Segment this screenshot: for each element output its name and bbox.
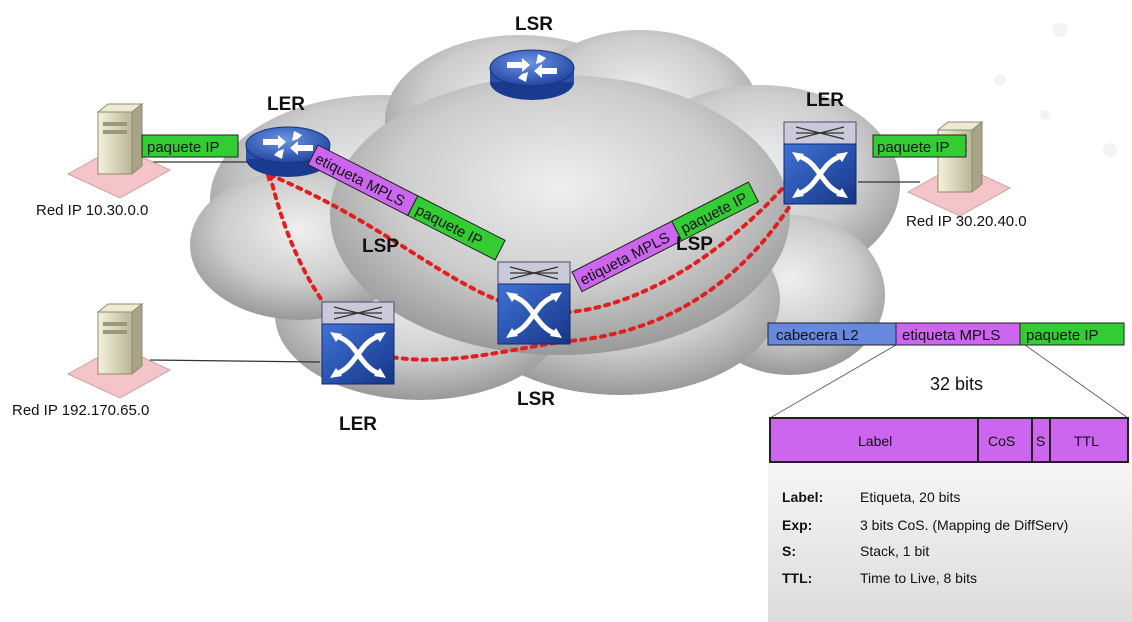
right-ip-packet-text: paquete IP bbox=[877, 139, 950, 156]
legend-key-label: Label: bbox=[782, 489, 823, 505]
router-icon bbox=[489, 49, 575, 101]
ler-bottom-node bbox=[322, 302, 394, 384]
ler-top-left-label: LER bbox=[267, 94, 305, 115]
legend-value-label: Etiqueta, 20 bits bbox=[860, 489, 960, 505]
lsr-top-node bbox=[489, 49, 575, 101]
frame-l2-text: cabecera L2 bbox=[776, 327, 859, 344]
ler-bottom-label: LER bbox=[339, 414, 377, 435]
legend-key-exp: Exp: bbox=[782, 517, 812, 533]
header-detail-panel bbox=[768, 344, 1132, 622]
frame-ip-text: paquete IP bbox=[1026, 327, 1099, 344]
network-right-label: Red IP 30.20.40.0 bbox=[906, 213, 1027, 230]
left-ip-packet: paquete IP bbox=[141, 134, 239, 158]
label-switch-icon bbox=[498, 262, 570, 344]
label-switch-icon bbox=[322, 302, 394, 384]
lsp-path-lower bbox=[268, 173, 802, 362]
host-links bbox=[140, 161, 920, 363]
left-ip-packet-text: paquete IP bbox=[147, 139, 220, 156]
lsr-top-label: LSR bbox=[515, 14, 553, 35]
frame-label-text: etiqueta MPLS bbox=[902, 327, 1000, 344]
legend-key-ttl: TTL: bbox=[782, 570, 812, 586]
frame-width-note: 32 bits bbox=[930, 374, 983, 394]
field-legend: Label: Etiqueta, 20 bits Exp: 3 bits CoS… bbox=[782, 489, 1068, 586]
legend-value-exp: 3 bits CoS. (Mapping de DiffServ) bbox=[860, 517, 1068, 533]
mpls-header-fields: Label CoS S TTL bbox=[769, 417, 1129, 463]
legend-value-s: Stack, 1 bit bbox=[860, 543, 929, 559]
legend-value-ttl: Time to Live, 8 bits bbox=[860, 570, 977, 586]
right-ip-packet: paquete IP bbox=[872, 134, 967, 158]
lsr-center-node bbox=[498, 262, 570, 344]
field-label-text: Label bbox=[858, 433, 892, 449]
field-s-text: S bbox=[1036, 433, 1045, 449]
ler-right-node bbox=[784, 122, 856, 204]
ler-right-label: LER bbox=[806, 90, 844, 111]
field-ttl-text: TTL bbox=[1074, 433, 1099, 449]
server-icon bbox=[67, 303, 171, 399]
lsr-center-label: LSR bbox=[517, 389, 555, 410]
mpls-frame: cabecera L2 etiqueta MPLS paquete IP bbox=[767, 322, 1125, 346]
network-cloud bbox=[190, 30, 900, 400]
lsp-right-label: LSP bbox=[676, 234, 713, 255]
network-left-bottom-label: Red IP 192.170.65.0 bbox=[12, 402, 149, 419]
field-cos-text: CoS bbox=[988, 433, 1015, 449]
label-switch-icon bbox=[784, 122, 856, 204]
legend-key-s: S: bbox=[782, 543, 796, 559]
network-left-top-label: Red IP 10.30.0.0 bbox=[36, 202, 148, 219]
lsp-left-label: LSP bbox=[362, 236, 399, 257]
